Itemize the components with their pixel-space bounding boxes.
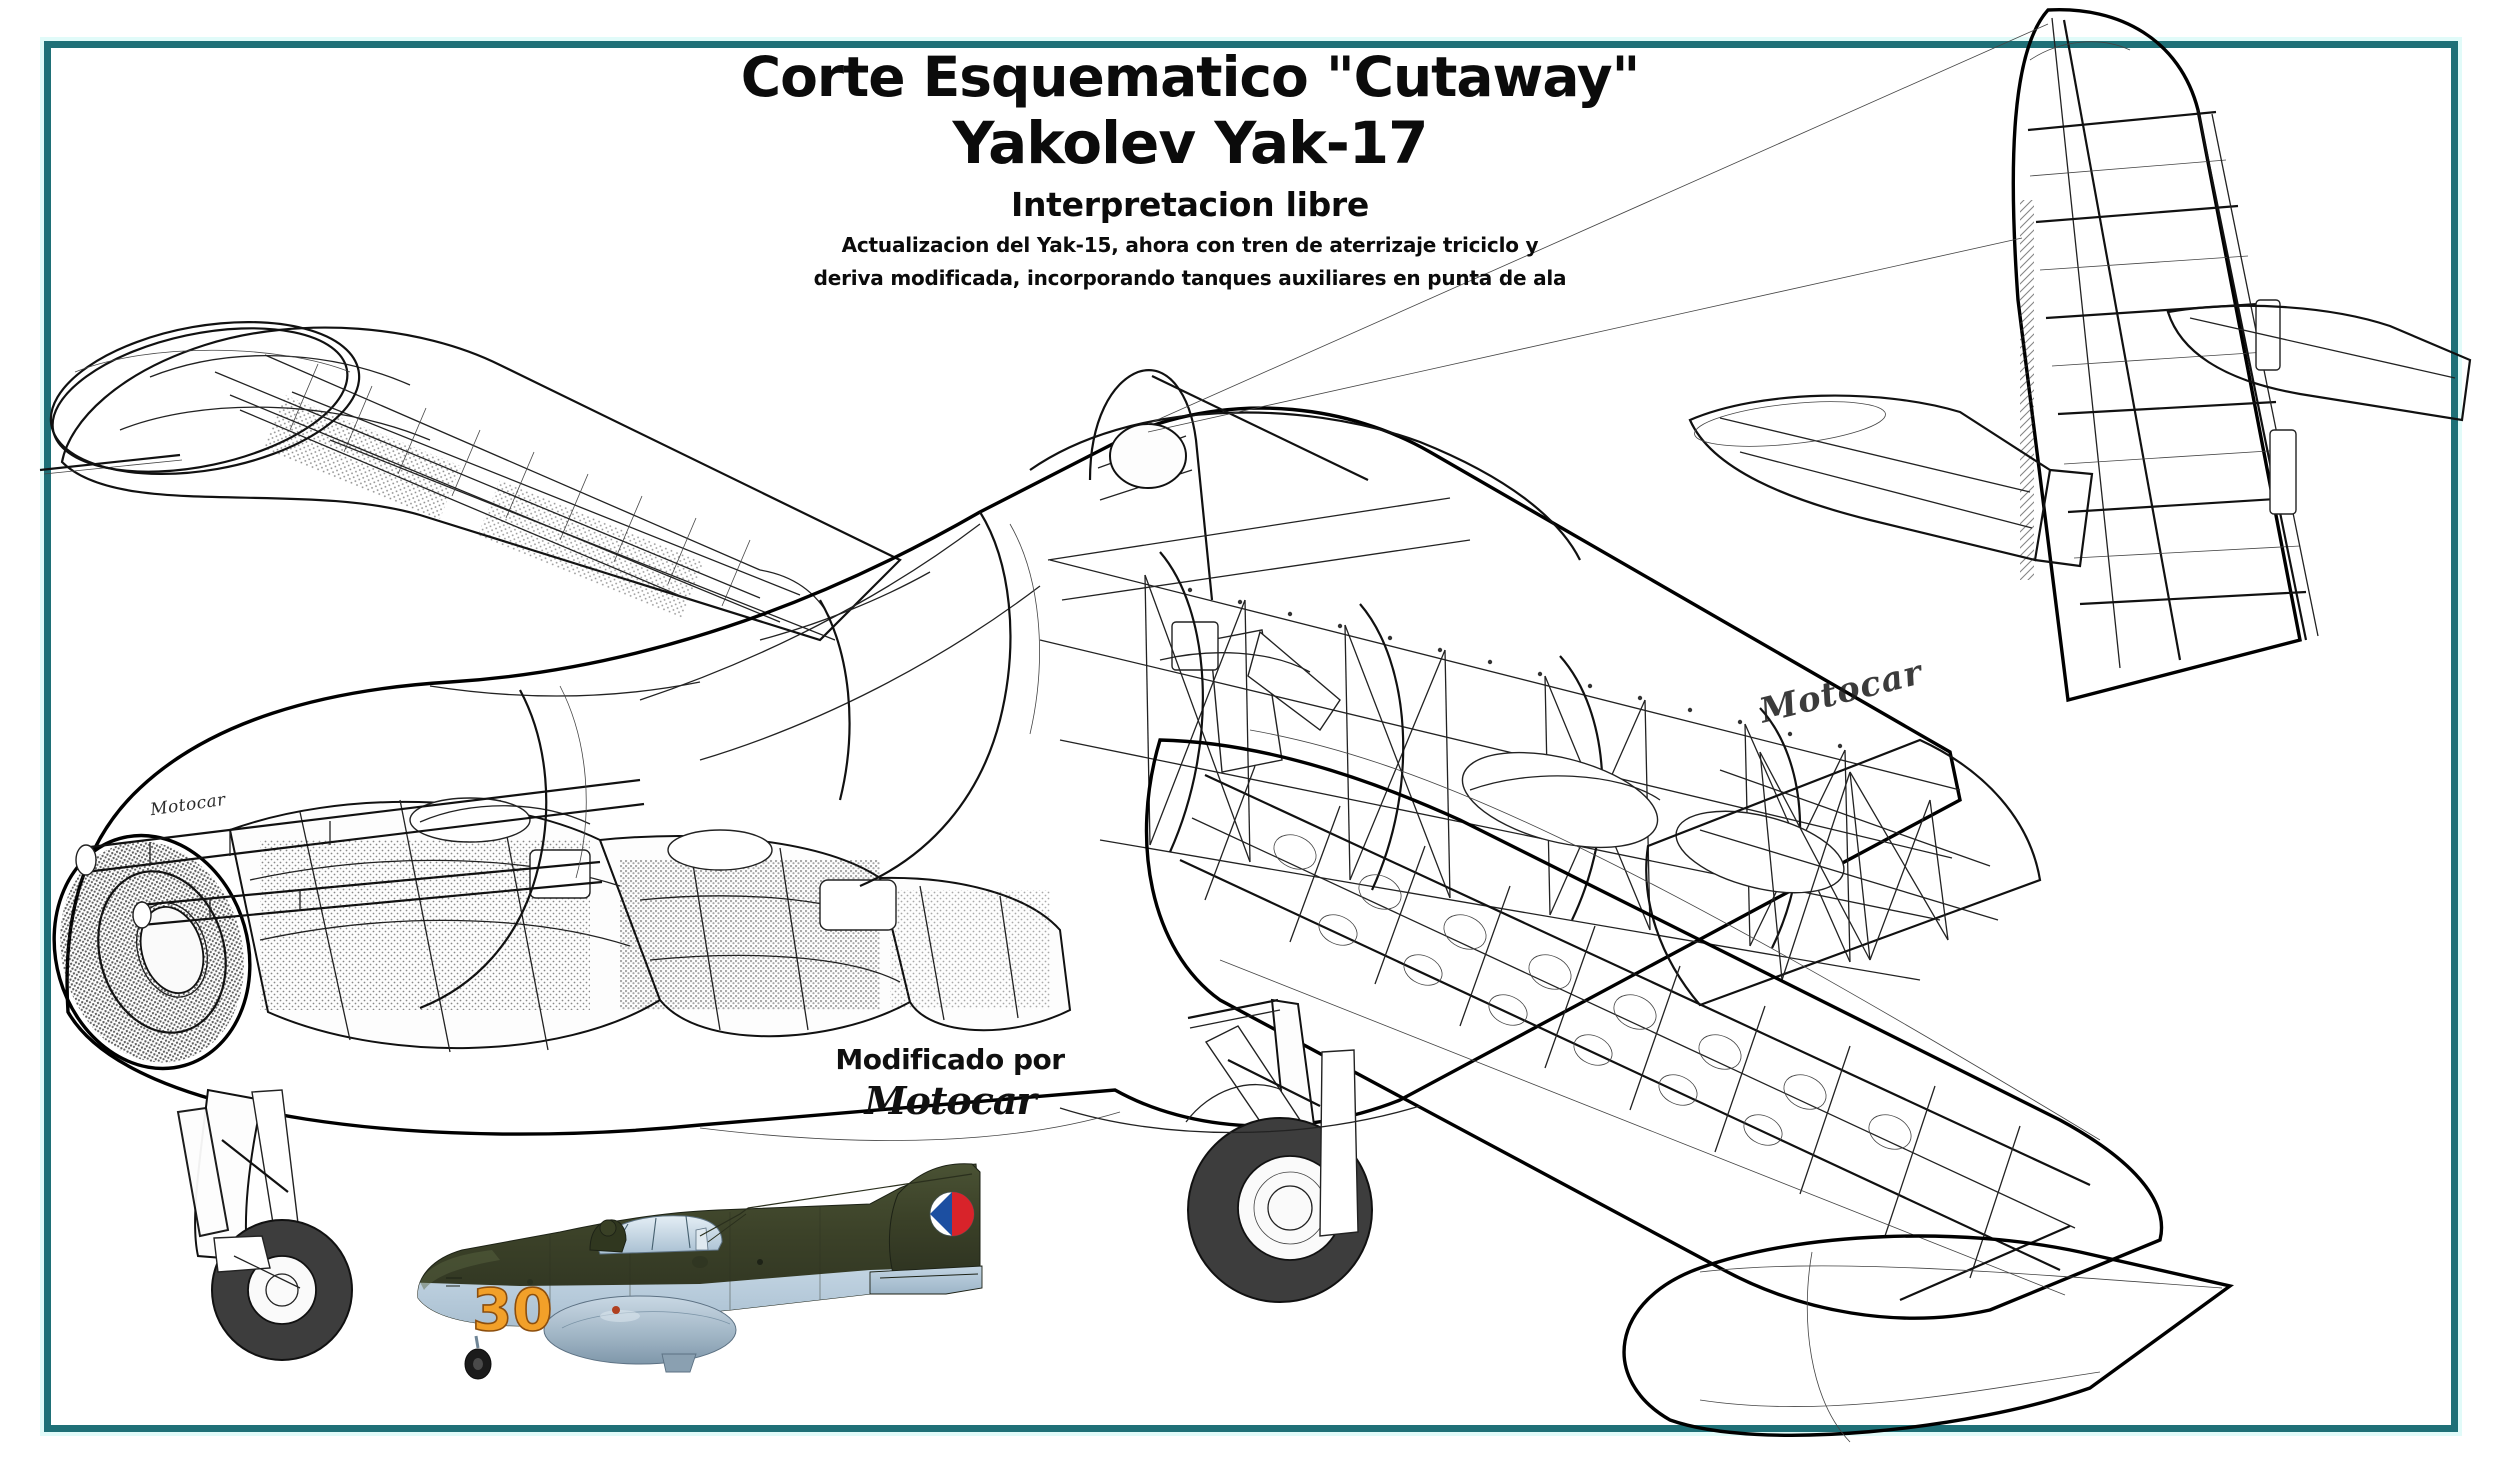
author-signature: Motocar	[864, 1078, 1036, 1123]
credit-label: Modificado por	[835, 1043, 1065, 1076]
description-line-1: Actualizacion del Yak-15, ahora con tren…	[841, 233, 1539, 258]
port-wingtip-tank	[49, 320, 361, 476]
side-number-text: 30	[472, 1276, 553, 1344]
horizontal-stabilizer	[1688, 304, 2472, 568]
yak-17-side-profile: 30	[417, 1163, 983, 1380]
profile-side-number: 30	[471, 1275, 553, 1345]
starboard-wing-group	[1144, 729, 2164, 1320]
page-title: Corte Esquematico "Cutaway"	[740, 45, 1641, 109]
description-line-2: deriva modificada, incorporando tanques …	[813, 266, 1567, 291]
aircraft-model-title: Yakolev Yak-17	[952, 109, 1428, 178]
vertical-fin	[2011, 8, 2319, 703]
aerial-wire	[1147, 23, 2049, 433]
nose-landing-gear	[194, 1088, 353, 1361]
port-wing-group	[39, 326, 902, 642]
title-block: Corte Esquematico "Cutaway" Yakolev Yak-…	[690, 45, 1690, 295]
profile-tip-tank	[543, 1295, 737, 1373]
cockpit-canopy	[1029, 369, 1581, 773]
subtitle: Interpretacion libre	[1011, 184, 1369, 224]
profile-detail-marks	[446, 1259, 763, 1287]
profile-canopy	[589, 1207, 749, 1255]
turbojet-engine	[228, 797, 1072, 1053]
profile-tail	[747, 1163, 983, 1295]
rear-fuselage-structure	[1645, 738, 2042, 1007]
cannon-barrels	[75, 778, 645, 929]
main-landing-gear	[176, 998, 1373, 1303]
fuselage-cutaway-edges	[419, 511, 1041, 1010]
profile-nose-gear	[464, 1335, 492, 1380]
ventral-detail	[699, 1105, 1421, 1141]
author-credit: Modificado por Motocar	[800, 1043, 1100, 1123]
